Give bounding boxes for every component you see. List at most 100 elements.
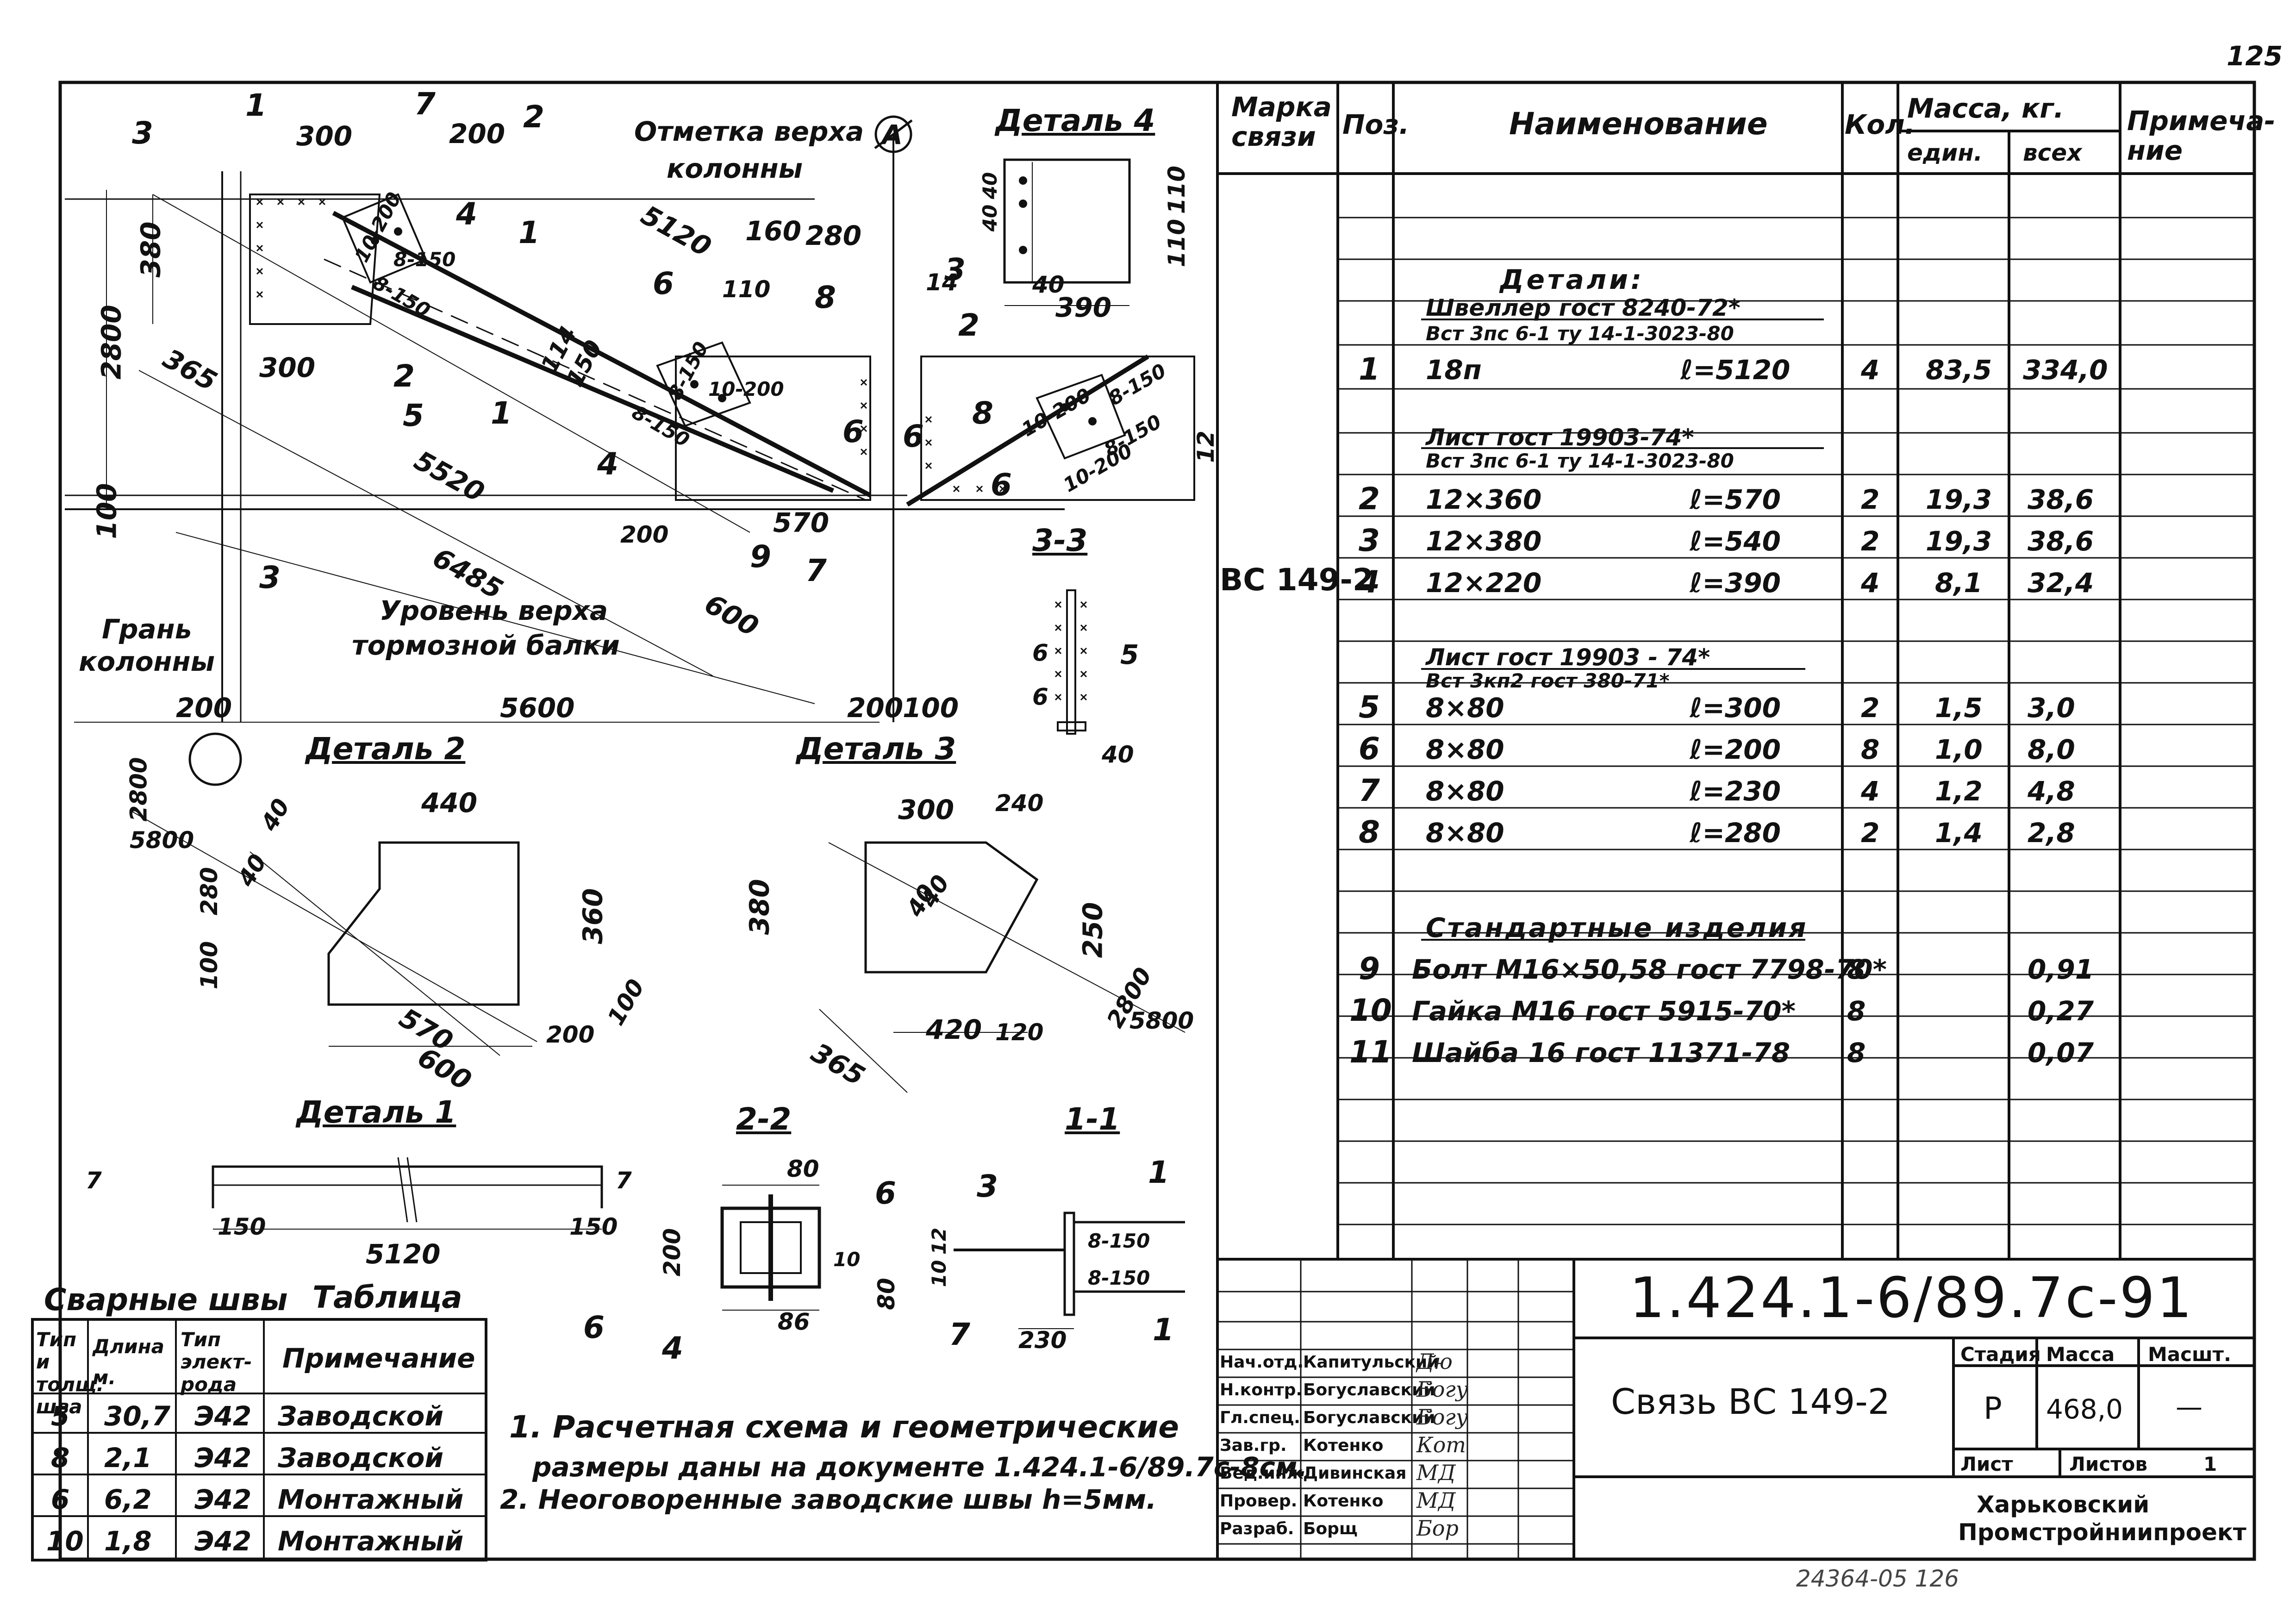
dim: 200 — [847, 692, 904, 724]
spec-pos: 2 — [1359, 481, 1380, 517]
weld-type: 5 — [51, 1400, 70, 1432]
dim: 12 — [1192, 431, 1219, 463]
spec-qty: 8 — [1847, 1037, 1866, 1068]
pos-callout: 1 — [491, 395, 512, 431]
spec-mass-all: 2,8 — [2028, 817, 2075, 849]
spec-pos: 11 — [1349, 1034, 1392, 1070]
spec-name: 12×380 — [1426, 525, 1542, 557]
signature: МД — [1416, 1488, 1456, 1513]
label-uroven-1: Уровень верха — [380, 595, 608, 626]
pos-callout: 3 — [132, 115, 153, 151]
person-name: Дивинская — [1303, 1464, 1407, 1483]
person-name: Котенко — [1303, 1436, 1384, 1455]
weld-type: 6 — [51, 1484, 70, 1515]
spec-qty: 2 — [1861, 817, 1880, 849]
spec-len: ℓ=390 — [1690, 567, 1781, 599]
pos-callout: 7 — [949, 1317, 970, 1352]
dim: 200 — [176, 692, 232, 724]
dim: 6 — [1032, 639, 1048, 666]
spec-mass-unit: 1,5 — [1935, 692, 1983, 724]
section-mark-3-3-left: 3 — [259, 560, 281, 595]
sheet-label: Лист — [1960, 1453, 2013, 1475]
bolt-mark: 10-200 — [708, 378, 784, 400]
spec-qty: 4 — [1861, 775, 1880, 807]
signature: Кот — [1416, 1432, 1466, 1457]
bolt-mark: 8-150 — [1088, 1230, 1150, 1252]
label-otmetka-2: колонны — [667, 153, 803, 184]
person-name: Борщ — [1303, 1519, 1358, 1538]
dim: 150 — [569, 1213, 618, 1240]
dim: 14 — [926, 269, 958, 296]
dim: 240 — [995, 790, 1044, 817]
org-line-2: Промстройниипроект — [1958, 1519, 2246, 1546]
weld-header-note: Примечание — [282, 1343, 475, 1374]
signature: Богу — [1416, 1377, 1468, 1402]
role: Гл.спец. — [1220, 1408, 1300, 1427]
weld-header-length: Длина м. — [93, 1335, 164, 1389]
spec-header-name: Наименование — [1509, 106, 1768, 142]
signature: МД — [1416, 1460, 1456, 1485]
dim: 200 — [546, 1021, 595, 1048]
dim: 40 — [1032, 271, 1065, 298]
weld-table-title: Сварные швы — [44, 1282, 288, 1318]
stage-label: Стадия — [1960, 1343, 2041, 1366]
spec-qty: 8 — [1847, 954, 1866, 985]
spec-header-mass: Масса, кг. — [1907, 93, 2064, 124]
spec-name: 12×220 — [1426, 567, 1542, 599]
weld-length: 30,7 — [104, 1400, 171, 1432]
spec-name: 8×80 — [1426, 734, 1504, 765]
spec-qty: 2 — [1861, 525, 1880, 557]
spec-name: Болт М16×50,58 гост 7798-70* — [1412, 954, 1887, 985]
pos-callout: 1 — [1153, 1312, 1174, 1348]
pos-callout: 6 — [583, 1310, 605, 1345]
role: Зав.гр. — [1220, 1436, 1287, 1455]
spec-pos: 4 — [1359, 564, 1380, 600]
weld-electrode: Э42 — [194, 1400, 252, 1432]
weld-length: 6,2 — [104, 1484, 152, 1515]
dim: 360 — [577, 888, 609, 944]
dim: 390 — [1055, 292, 1112, 323]
sheets-value: 1 — [2203, 1453, 2217, 1475]
dim: 110 — [722, 276, 771, 303]
spec-pos: 1 — [1359, 351, 1380, 387]
mass-label: Масса — [2046, 1343, 2115, 1366]
section-title: 3-3 — [1032, 523, 1088, 558]
pos-callout: 9 — [750, 539, 771, 575]
spec-mass-unit: 83,5 — [1926, 354, 1992, 386]
spec-mass-unit: 19,3 — [1926, 484, 1992, 515]
pos-callout: 6 — [842, 414, 864, 450]
spec-mass-unit: 1,0 — [1935, 734, 1983, 765]
dim: 380 — [743, 879, 775, 935]
dim: 7 — [616, 1167, 632, 1194]
spec-name: Гайка М16 гост 5915-70* — [1412, 995, 1796, 1027]
bolt-mark: 8-150 — [393, 248, 456, 271]
signature: Богу — [1416, 1405, 1468, 1430]
dim: 420 — [926, 1014, 982, 1045]
spec-mass-all: 334,0 — [2023, 354, 2108, 386]
spec-mass-all: 0,91 — [2028, 954, 2094, 985]
spec-qty: 8 — [1847, 995, 1866, 1027]
spec-mass-unit: 1,2 — [1935, 775, 1983, 807]
spec-qty: 4 — [1861, 354, 1880, 386]
pos-callout: 8 — [815, 280, 836, 315]
pos-callout: 7 — [805, 553, 827, 588]
pos-callout: 6 — [653, 266, 674, 301]
dim: 2800 — [95, 305, 127, 380]
spec-header-mark: Марка связи — [1231, 91, 1332, 152]
weld-note: Монтажный — [278, 1484, 464, 1515]
dim: 300 — [296, 120, 353, 152]
spec-group2-l1: Лист гост 19903-74* — [1426, 424, 1694, 451]
dim: 440 — [421, 787, 478, 818]
spec-name: 12×360 — [1426, 484, 1542, 515]
pos-callout: 8 — [972, 395, 993, 431]
weld-header-electrode: Тип элект-рода — [181, 1328, 252, 1396]
pos-callout: 4 — [662, 1330, 683, 1366]
note-line: 1. Расчетная схема и геометрические — [509, 1409, 1179, 1445]
label-uroven-2: тормозной балки — [352, 630, 620, 661]
spec-name: 8×80 — [1426, 817, 1504, 849]
role: Вед.инж. — [1220, 1464, 1310, 1483]
bolt-mark: 8-150 — [1088, 1267, 1150, 1289]
section-mark-3-3: 3 — [944, 252, 966, 287]
dim: 40 — [979, 204, 1002, 232]
dim: 10 — [833, 1248, 861, 1271]
